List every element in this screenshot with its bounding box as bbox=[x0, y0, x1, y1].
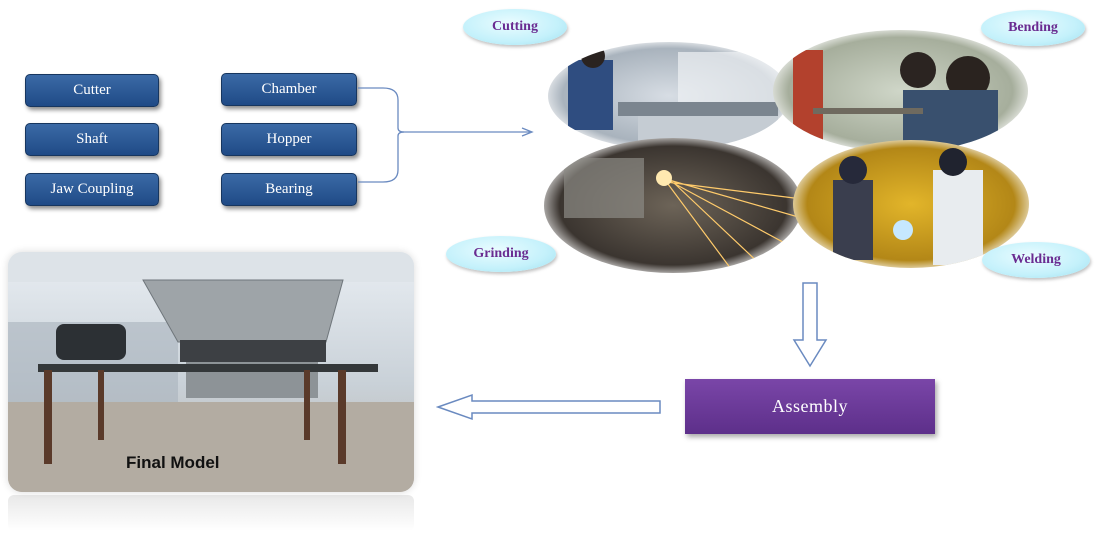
part-box-jaw-coupling: Jaw Coupling bbox=[25, 173, 159, 206]
bending-photo bbox=[773, 30, 1028, 152]
shredder-machine-icon bbox=[8, 252, 414, 492]
welding-scene-icon bbox=[793, 140, 1029, 268]
process-label-grinding: Grinding bbox=[473, 246, 529, 261]
bending-scene-icon bbox=[773, 30, 1028, 152]
welding-bubble: Welding bbox=[982, 242, 1090, 278]
part-box-bearing: Bearing bbox=[221, 173, 357, 206]
grinding-scene-icon bbox=[544, 138, 802, 273]
photo-reflection bbox=[8, 495, 414, 531]
grinding-photo bbox=[544, 138, 802, 273]
part-label: Bearing bbox=[265, 181, 313, 197]
process-label-cutting: Cutting bbox=[492, 19, 538, 34]
cutting-scene-icon bbox=[548, 42, 790, 150]
part-box-hopper: Hopper bbox=[221, 123, 357, 156]
part-label: Cutter bbox=[73, 82, 111, 98]
bending-bubble: Bending bbox=[981, 10, 1085, 46]
part-label: Shaft bbox=[76, 131, 108, 147]
cutting-bubble: Cutting bbox=[463, 9, 567, 45]
grinding-bubble: Grinding bbox=[446, 236, 556, 272]
part-label: Hopper bbox=[266, 131, 312, 147]
cutting-photo bbox=[548, 42, 790, 150]
welding-photo bbox=[793, 140, 1029, 268]
final-model-photo bbox=[8, 252, 414, 492]
left-arrow bbox=[436, 393, 661, 421]
assembly-box: Assembly bbox=[685, 379, 935, 434]
part-box-chamber: Chamber bbox=[221, 73, 357, 106]
process-label-bending: Bending bbox=[1008, 20, 1058, 35]
part-box-cutter: Cutter bbox=[25, 74, 159, 107]
down-arrow bbox=[792, 282, 828, 368]
assembly-label: Assembly bbox=[772, 396, 848, 416]
part-label: Jaw Coupling bbox=[50, 181, 134, 197]
part-label: Chamber bbox=[261, 81, 317, 97]
part-box-shaft: Shaft bbox=[25, 123, 159, 156]
process-label-welding: Welding bbox=[1011, 252, 1061, 267]
final-model-label: Final Model bbox=[126, 453, 220, 472]
